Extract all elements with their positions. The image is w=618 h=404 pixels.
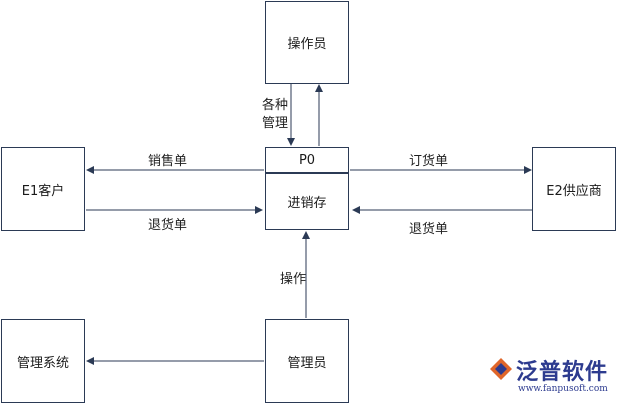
- supplier-entity: E2供应商: [532, 147, 616, 231]
- process-name: 进销存: [287, 196, 327, 211]
- logo-mark-icon: [490, 358, 512, 380]
- supplier-label: E2供应商: [546, 183, 602, 199]
- logo-brand: 泛普软件: [516, 360, 609, 385]
- manager-entity: 管理员: [265, 319, 349, 403]
- flow-label-operate: 操作: [280, 272, 307, 287]
- flow-label-customer-return: 退货单: [148, 218, 188, 233]
- fanpu-logo: 泛普软件 www.fanpusoft.com: [488, 354, 616, 402]
- admin-system-entity: 管理系统: [1, 319, 85, 403]
- manager-label: 管理员: [287, 355, 327, 371]
- process-id: P0: [266, 148, 348, 174]
- customer-label: E1客户: [21, 183, 65, 199]
- operator-entity: 操作员: [265, 1, 349, 84]
- flow-label-sales-order: 销售单: [148, 154, 188, 169]
- logo-url: www.fanpusoft.com: [518, 384, 608, 394]
- flow-label-purchase-order: 订货单: [409, 154, 449, 169]
- process-p0: P0 进销存: [265, 147, 349, 230]
- customer-entity: E1客户: [1, 147, 85, 231]
- admin-system-label: 管理系统: [16, 355, 69, 371]
- flow-label-various-management: 各种 管理: [262, 98, 289, 131]
- flow-label-supplier-return: 退货单: [409, 222, 449, 237]
- operator-label: 操作员: [287, 37, 327, 52]
